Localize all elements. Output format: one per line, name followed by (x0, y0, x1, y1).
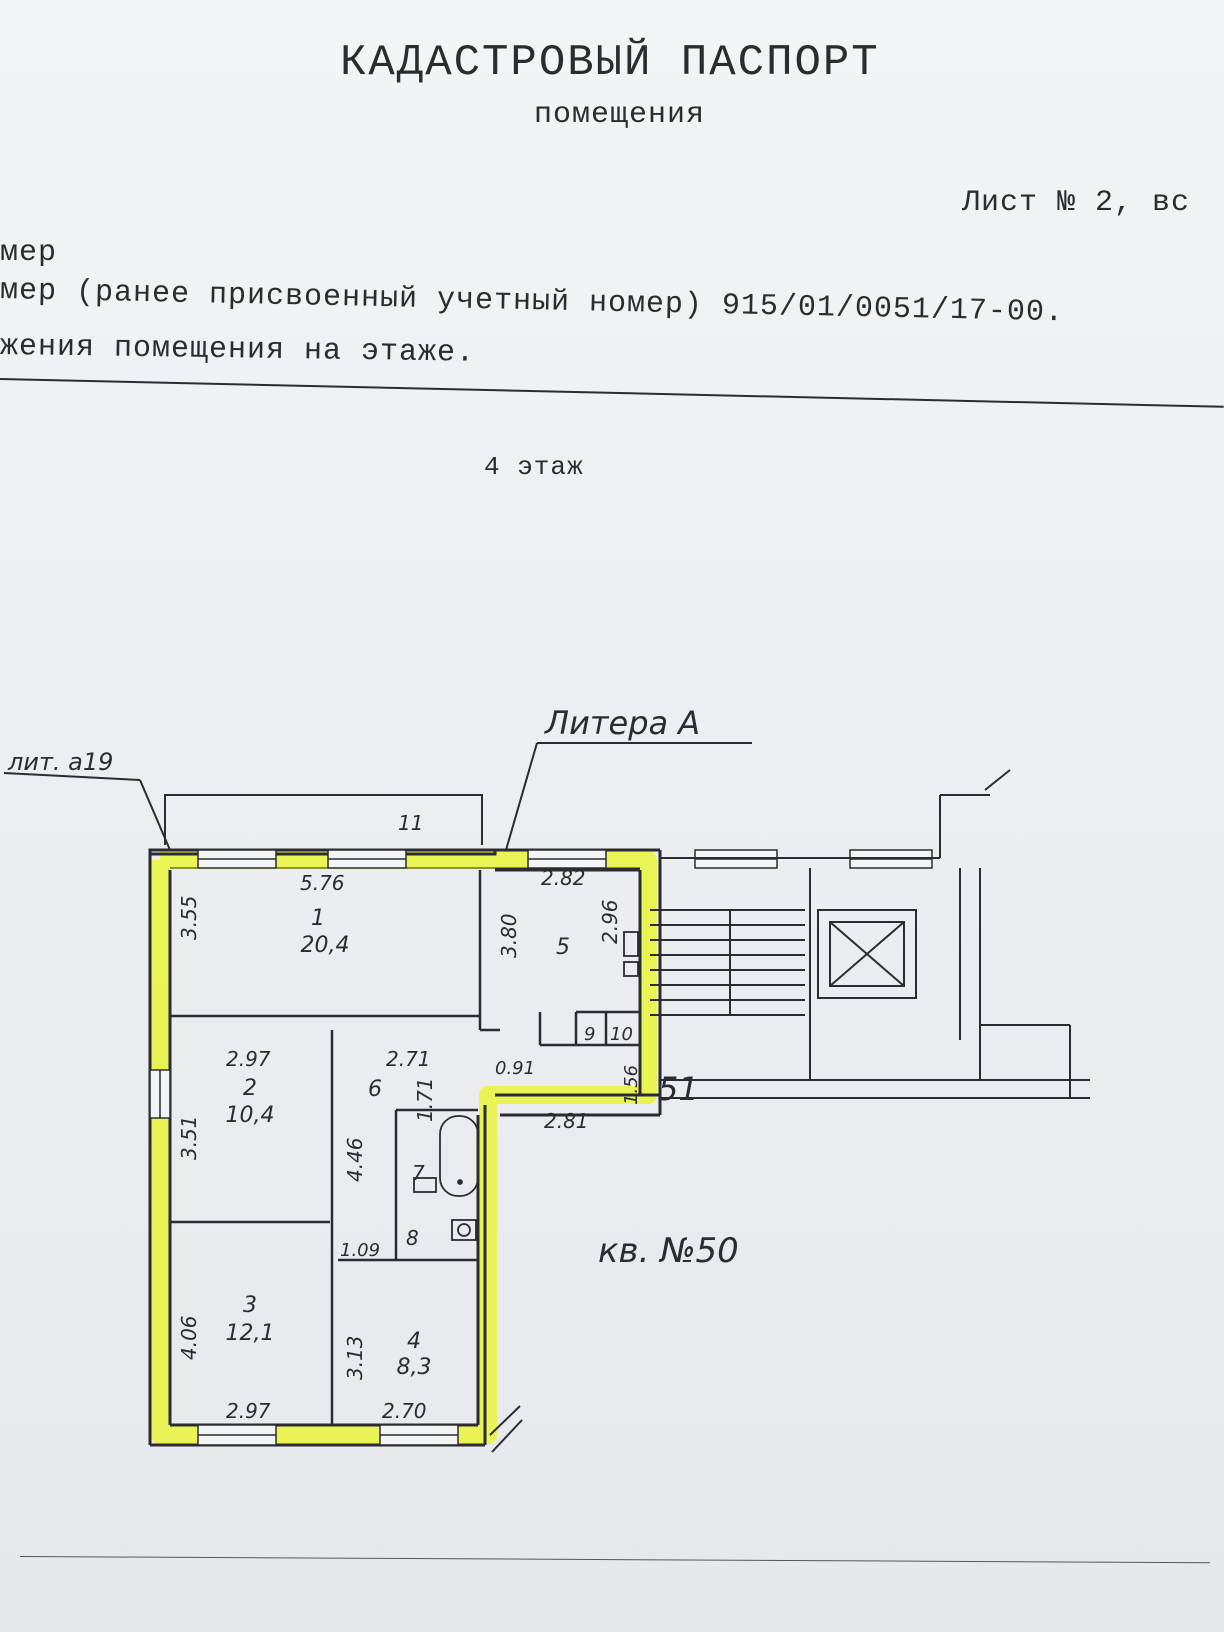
dim-297-bottom: 2.97 (226, 1399, 271, 1423)
room-6-number: 6 (368, 1077, 382, 1102)
dim-171: 1.71 (413, 1077, 437, 1122)
litera-label: Литера А (544, 704, 700, 742)
document-subtitle: помещения (534, 98, 706, 132)
apartment-highlight (151, 851, 657, 1444)
balcony-number: 11 (398, 811, 423, 835)
dim-351: 3.51 (177, 1115, 201, 1160)
room-4-area: 8,3 (397, 1355, 432, 1380)
floor-plan: Литера А лит. а19 11 1 20,4 2 10,4 3 12,… (3, 704, 1090, 1453)
floor-label: 4 этаж (484, 452, 584, 482)
dim-406: 4.06 (177, 1315, 201, 1360)
room-1-area: 20,4 (301, 933, 350, 958)
document-title: КАДАСТРОВЫЙ ПАСПОРТ (340, 38, 880, 88)
header-divider (0, 378, 1224, 408)
room-4-number: 4 (407, 1329, 421, 1354)
dim-297-top: 2.97 (226, 1047, 271, 1071)
room-1-number: 1 (311, 906, 325, 931)
dim-281: 2.81 (544, 1109, 589, 1133)
room-8-number: 8 (406, 1226, 419, 1250)
room-7-number: 7 (412, 1161, 425, 1185)
sheet-number: Лист № 2, вс (962, 186, 1191, 220)
bottom-divider (19, 1556, 1210, 1564)
field-line-number: мер (0, 236, 58, 270)
field-line-location: жения помещения на этаже. (0, 330, 476, 371)
room-5-number: 5 (556, 935, 570, 960)
litera-leader (3, 742, 1011, 1453)
dim-380: 3.80 (497, 913, 521, 958)
dim-282: 2.82 (541, 866, 586, 890)
dim-446: 4.46 (343, 1137, 367, 1182)
dim-109: 1.09 (340, 1240, 380, 1261)
dim-576: 5.76 (300, 871, 345, 895)
dim-313: 3.13 (343, 1335, 367, 1380)
stairwell (650, 794, 1090, 1099)
room-2-number: 2 (243, 1076, 257, 1101)
field-line-prev-number: мер (ранее присвоенный учетный номер) 91… (0, 274, 1065, 331)
dim-296: 2.96 (598, 899, 622, 944)
room-3-area: 12,1 (226, 1321, 275, 1346)
dim-355: 3.55 (177, 895, 201, 940)
room-3-number: 3 (243, 1293, 257, 1318)
dim-156: 1.56 (621, 1065, 642, 1105)
lit-a19-label: лит. а19 (7, 748, 113, 776)
interior-walls (170, 870, 640, 1425)
room-9-number: 9 (584, 1024, 595, 1045)
balcony (164, 794, 483, 845)
dim-270: 2.70 (382, 1399, 427, 1423)
windows (149, 849, 933, 1446)
apartment-label: кв. №50 (598, 1231, 739, 1271)
dim-271: 2.71 (386, 1047, 431, 1071)
room-2-area: 10,4 (226, 1103, 275, 1128)
bathroom-fixtures (413, 931, 639, 1241)
room-10-number: 10 (610, 1024, 633, 1045)
neighbor-apartment-number: 51 (658, 1070, 699, 1108)
dim-091: 0.91 (495, 1058, 535, 1079)
